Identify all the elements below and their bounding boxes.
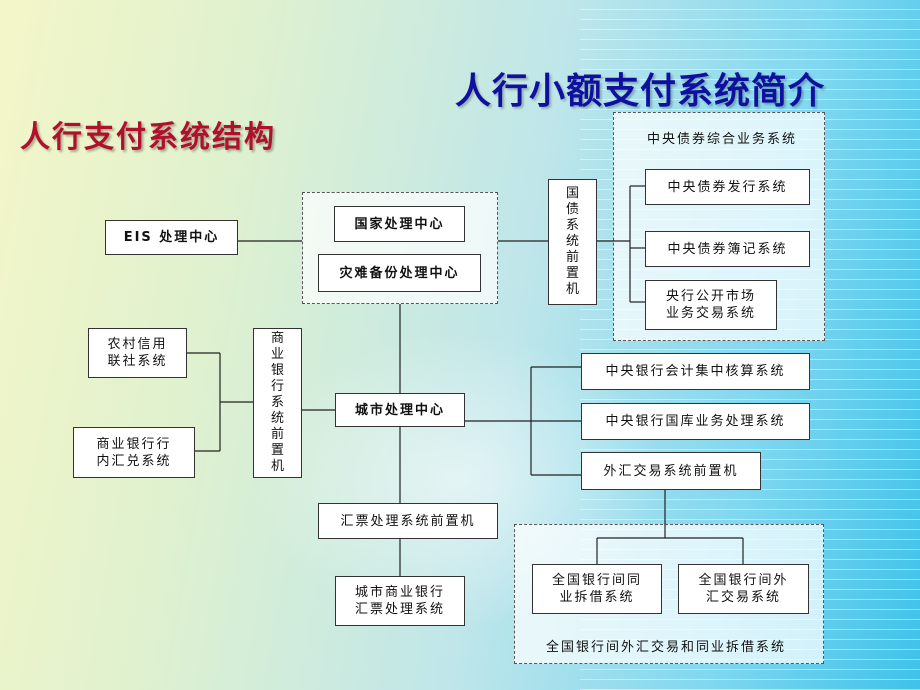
commercial-internal-box: 商业银行行 内汇兑系统 xyxy=(73,427,195,478)
commercial-front-box: 商业银行系统前置机 xyxy=(253,328,302,478)
interbank-group-label: 全国银行间外汇交易和同业拆借系统 xyxy=(546,640,787,655)
page-title: 人行小额支付系统简介 xyxy=(455,71,826,112)
bond-front-box: 国债系统前置机 xyxy=(548,179,597,305)
bond-front-label: 国债系统前置机 xyxy=(565,186,579,297)
bond-book-box: 中央债券簿记系统 xyxy=(645,231,810,267)
treasury-box: 中央银行国库业务处理系统 xyxy=(581,403,810,440)
city-center-box: 城市处理中心 xyxy=(335,393,465,427)
page-subtitle: 人行支付系统结构 xyxy=(20,120,276,155)
draft-front-box: 汇票处理系统前置机 xyxy=(318,503,498,539)
national-center-box: 国家处理中心 xyxy=(334,206,465,242)
backup-center-box: 灾难备份处理中心 xyxy=(318,254,481,292)
commercial-front-label: 商业银行系统前置机 xyxy=(270,331,284,474)
interbank-fx-box: 全国银行间外 汇交易系统 xyxy=(678,564,809,614)
fx-front-box: 外汇交易系统前置机 xyxy=(581,452,761,490)
bond-group-label: 中央债券综合业务系统 xyxy=(647,132,798,147)
eis-center-box: EIS 处理中心 xyxy=(105,220,238,255)
open-market-box: 央行公开市场 业务交易系统 xyxy=(645,280,777,330)
rural-credit-box: 农村信用 联社系统 xyxy=(88,328,187,378)
city-bank-draft-box: 城市商业银行 汇票处理系统 xyxy=(335,576,465,626)
interbank-lending-box: 全国银行间同 业拆借系统 xyxy=(532,564,662,614)
bond-issue-box: 中央债券发行系统 xyxy=(645,169,810,205)
accounting-box: 中央银行会计集中核算系统 xyxy=(581,353,810,390)
